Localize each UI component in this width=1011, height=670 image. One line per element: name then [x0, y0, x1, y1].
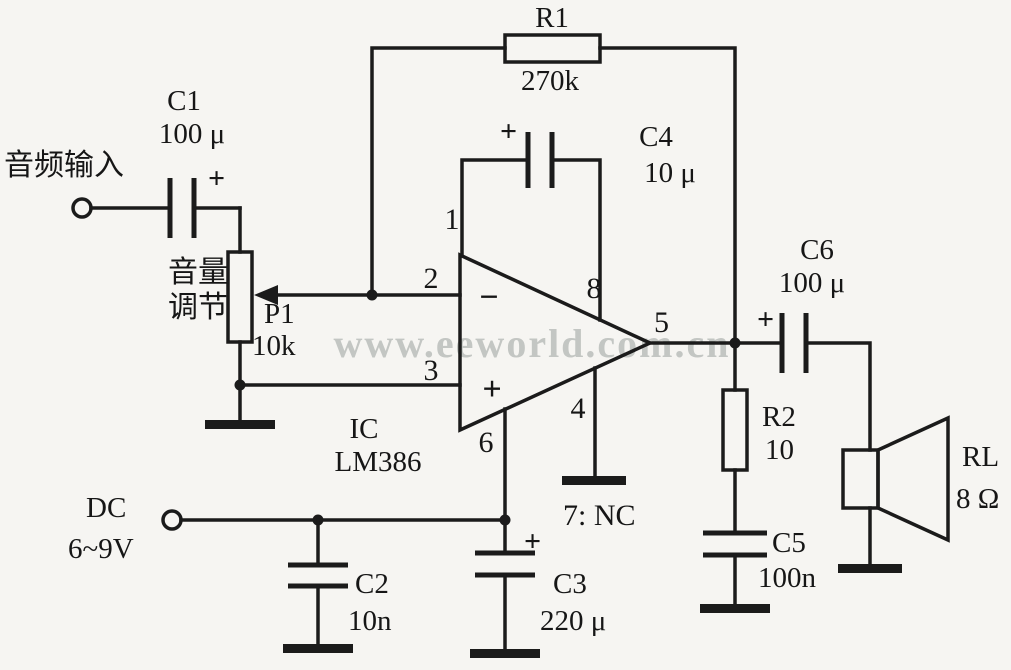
label-p1-ref: P1 — [264, 298, 295, 330]
label-c4-ref: C4 — [639, 121, 673, 153]
speaker-body — [841, 448, 880, 510]
label-rl-value: 8 Ω — [956, 483, 999, 515]
dc-terminal — [161, 509, 183, 531]
opamp-lm386 — [458, 252, 655, 433]
capacitor-c6 — [779, 313, 809, 373]
capacitor-c4 — [525, 132, 555, 188]
speaker-cone — [876, 415, 950, 543]
ground-symbol — [700, 604, 770, 613]
ground-symbol — [283, 644, 353, 653]
junction-dot — [499, 514, 511, 526]
label-c5-ref: C5 — [772, 527, 806, 559]
label-pin4: 4 — [571, 392, 586, 425]
resistor-r2-branch — [700, 341, 770, 613]
opamp-triangle — [458, 252, 655, 433]
ground-symbol — [562, 476, 626, 485]
wire-segment — [550, 158, 602, 322]
wire-pin4-net — [562, 366, 626, 485]
wire-segment — [598, 46, 737, 345]
resistor-body — [503, 33, 602, 64]
wire-segment — [804, 341, 872, 452]
resistor-r1 — [503, 33, 602, 64]
wire-pin1-c4-loop — [460, 158, 602, 322]
label-c1-value: 100 μ — [159, 118, 225, 150]
wiper-arrow — [254, 285, 278, 305]
ground-symbol — [470, 649, 540, 658]
label-c2-value: 10n — [348, 605, 392, 637]
label-c4-polarity: + — [500, 115, 517, 148]
label-r2-ref: R2 — [762, 401, 796, 433]
ground-symbol — [205, 420, 275, 429]
opamp-inverting-sign: − — [479, 279, 498, 316]
label-pin2: 2 — [424, 262, 439, 295]
capacitor-c1 — [167, 178, 197, 238]
wire-output-net — [648, 337, 872, 452]
potentiometer-body — [226, 250, 254, 344]
capacitor-c2-branch — [283, 518, 353, 653]
label-c2-ref: C2 — [355, 568, 389, 600]
label-c4-value: 10 μ — [644, 157, 696, 189]
speaker-rl — [838, 415, 950, 573]
label-c1-ref: C1 — [167, 85, 201, 117]
label-c5-value: 100n — [758, 562, 817, 594]
wire-pin2-net — [254, 46, 737, 345]
label-volume-line2: 调节 — [168, 291, 228, 324]
wire-segment — [460, 158, 530, 257]
wire-segment — [370, 46, 507, 297]
label-r1-ref: R1 — [535, 2, 569, 34]
label-ic-line2: LM386 — [335, 446, 422, 478]
label-pin6: 6 — [479, 426, 494, 459]
junction-dot — [234, 379, 246, 391]
label-volume-line1: 音量 — [168, 256, 228, 289]
label-c1-polarity: + — [208, 162, 225, 195]
label-c3-polarity: + — [524, 525, 541, 558]
label-pin5: 5 — [654, 306, 669, 339]
label-ic-line1: IC — [350, 413, 379, 445]
opamp-noninverting-sign: + — [482, 371, 501, 408]
wire-supply-net — [161, 407, 511, 555]
capacitor-c3-branch — [470, 550, 540, 658]
label-pin7-nc: 7: NC — [563, 499, 636, 532]
ground-symbol — [838, 564, 902, 573]
label-c6-ref: C6 — [800, 234, 834, 266]
label-p1-value: 10k — [252, 330, 296, 362]
label-c3-ref: C3 — [553, 568, 587, 600]
label-dc-line1: DC — [86, 492, 126, 524]
wire-input-net — [71, 197, 242, 254]
resistor-body — [721, 388, 749, 472]
label-audio-input: 音频输入 — [4, 149, 124, 182]
label-r1-value: 270k — [521, 65, 580, 97]
label-c6-value: 100 μ — [779, 267, 845, 299]
input-terminal — [71, 197, 93, 219]
label-pin3: 3 — [424, 354, 439, 387]
label-dc-line2: 6~9V — [68, 533, 134, 565]
label-r2-value: 10 — [765, 434, 794, 466]
label-rl-ref: RL — [962, 441, 999, 473]
label-c3-value: 220 μ — [540, 605, 606, 637]
label-c6-polarity: + — [757, 303, 774, 336]
wire-pin3-net — [234, 379, 462, 391]
label-pin8: 8 — [587, 272, 602, 305]
label-pin1: 1 — [445, 203, 460, 236]
